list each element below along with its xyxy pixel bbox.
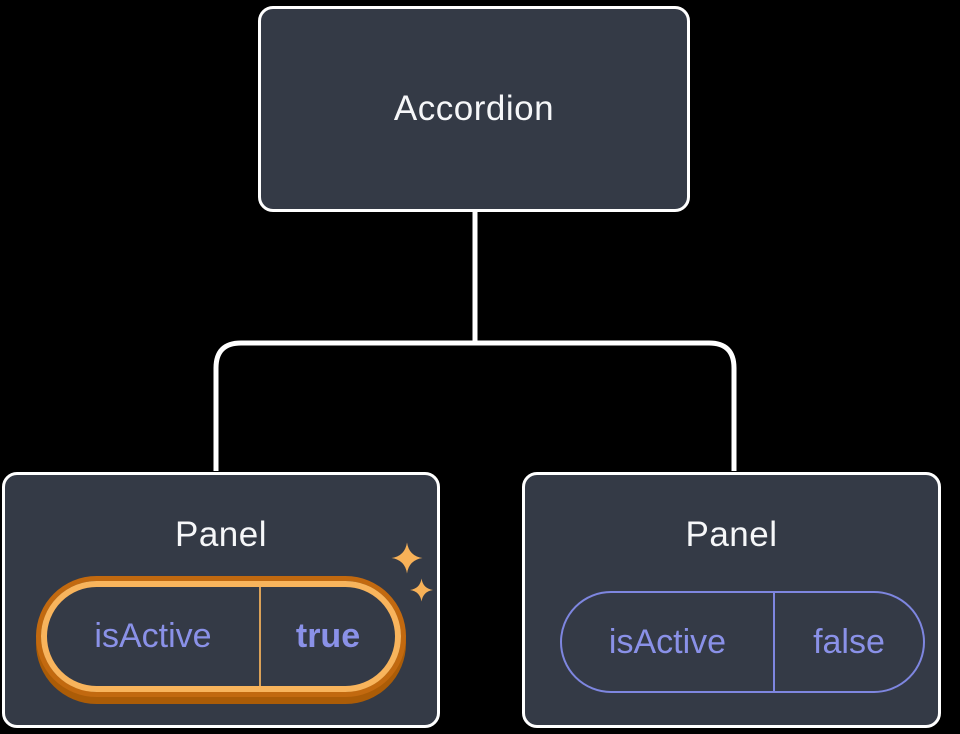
tree-node-accordion: Accordion <box>258 6 690 212</box>
accordion-node-label: Accordion <box>393 89 555 128</box>
state-pill-active: isActive true <box>41 581 401 692</box>
state-value-label: false <box>813 622 885 661</box>
state-value-label: true <box>295 617 361 655</box>
state-pill-divider <box>773 593 775 691</box>
state-pill-inactive: isActive false <box>560 591 925 693</box>
connector-bracket <box>213 340 737 471</box>
state-key-label: isActive <box>94 617 212 655</box>
tree-node-panel-active: Panel isActive true <box>2 472 440 728</box>
panel-node-label: Panel <box>174 515 268 554</box>
state-key-label: isActive <box>608 622 727 661</box>
state-pill-divider <box>259 587 261 686</box>
panel-node-label: Panel <box>685 515 778 554</box>
tree-node-panel-inactive: Panel isActive false <box>522 472 941 728</box>
